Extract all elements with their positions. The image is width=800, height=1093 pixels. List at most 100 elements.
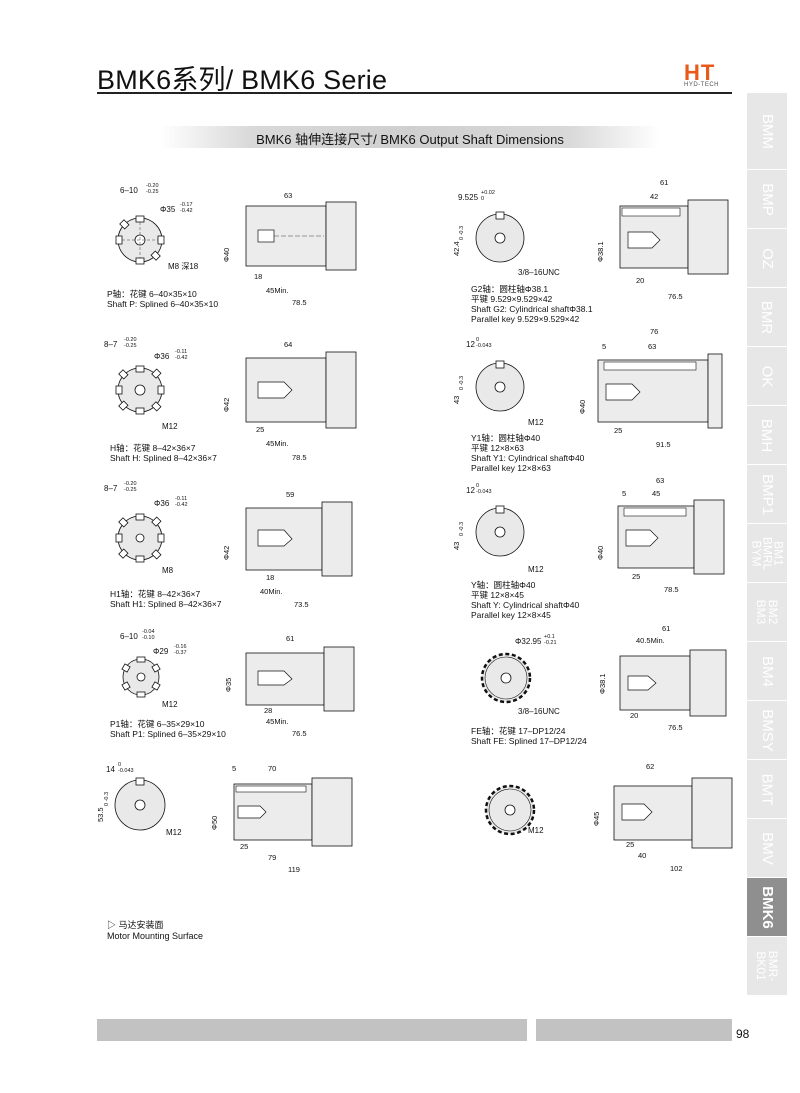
length-dim: 45 — [652, 489, 661, 498]
tab-bmp1[interactable]: BMP1 — [747, 465, 787, 523]
mounting-surface-cn: 马达安装面 — [118, 920, 164, 930]
shaft-caption-key: 平键 12×8×45 — [471, 590, 524, 600]
length-dim: 5 — [622, 489, 627, 498]
length-dim: 25 — [256, 425, 265, 434]
shaft-side-view — [613, 777, 733, 849]
logo-subtitle: HYD-TECH — [684, 82, 719, 88]
shaft-caption-key: 平键 9.529×9.529×42 — [471, 294, 553, 304]
key-height-dim: 42.4 — [452, 241, 461, 256]
page-number: 98 — [736, 1027, 750, 1041]
footer-bar-right — [536, 1019, 732, 1041]
tolerance: 0 -0.043 — [476, 483, 492, 495]
length-dim: 78.5 — [664, 585, 679, 594]
length-dim: 45Min. — [266, 717, 289, 726]
shaft-caption-en: Shaft Y: Cylindrical shaftΦ40 — [471, 600, 580, 610]
shaft-caption-cn: FE轴：花键 17–DP12/24 — [471, 726, 566, 736]
length-dim: 119 — [288, 865, 300, 874]
tab-bmr[interactable]: BMR — [747, 288, 787, 346]
shaft-caption-en: Shaft P1: Splined 6–35×29×10 — [110, 729, 226, 739]
tab-bm4[interactable]: BM4 — [747, 642, 787, 700]
keyed-section — [475, 505, 525, 557]
shaft-caption-en: Shaft H: Splined 8–42×36×7 — [110, 453, 217, 463]
shaft-diameter: Φ40 — [596, 545, 605, 560]
key-height-dim: 43 — [452, 395, 461, 404]
tab-bmv[interactable]: BMV — [747, 819, 787, 877]
shaft-diameter: Φ40 — [578, 399, 587, 414]
length-dim: 25 — [614, 426, 623, 435]
tab-label: OZ — [758, 247, 776, 269]
shaft-side-view — [245, 646, 355, 712]
tab-bmsy[interactable]: BMSY — [747, 701, 787, 759]
shaft-caption-cn: G2轴：圆柱轴Φ38.1 — [471, 284, 549, 294]
tab-bm1-bmrl-bym[interactable]: BM1 BMRL BYM — [747, 524, 787, 582]
shaft-diameter: Φ42 — [222, 545, 231, 560]
tab-label: OK — [758, 365, 776, 387]
shaft-side-view — [617, 499, 725, 575]
tolerance: 0 -0.043 — [118, 762, 134, 774]
tab-bmh[interactable]: BMH — [747, 406, 787, 464]
shaft-side-view — [619, 199, 729, 275]
tab-bmp[interactable]: BMP — [747, 170, 787, 228]
tab-bmm[interactable]: BMM — [747, 93, 787, 169]
tab-label: BM2 BM3 — [754, 599, 780, 625]
tab-label: BMP — [758, 182, 776, 216]
tab-bmr-bk01[interactable]: BMR- BK01 — [747, 937, 787, 995]
key-width-dim: 12 — [466, 486, 475, 495]
tab-label: BM4 — [758, 655, 776, 687]
tab-ok[interactable]: OK — [747, 347, 787, 405]
shaft-caption-key-en: Parallel key 12×8×45 — [471, 610, 551, 620]
length-dim: 45Min. — [266, 286, 289, 295]
length-dim: 20 — [630, 711, 639, 720]
spline-width-dim: 6–10 — [120, 632, 138, 641]
length-dim: 91.5 — [656, 440, 671, 449]
shaft-caption-cn: H1轴：花键 8–42×36×7 — [110, 589, 201, 599]
key-width-dim: 12 — [466, 340, 475, 349]
shaft-diameter: Φ42 — [222, 397, 231, 412]
tolerance: -0.17 -0.42 — [180, 202, 193, 214]
length-dim: 78.5 — [292, 453, 307, 462]
length-dim: 102 — [670, 864, 683, 873]
tolerance: 0 -0.043 — [476, 337, 492, 349]
tab-oz[interactable]: OZ — [747, 229, 787, 287]
shaft-diameter: Φ45 — [592, 811, 601, 826]
tolerance: 0 -0.3 — [459, 375, 465, 390]
tolerance: +0.1 -0.21 — [544, 634, 557, 646]
tab-bmt[interactable]: BMT — [747, 760, 787, 818]
tab-bm2-bm3[interactable]: BM2 BM3 — [747, 583, 787, 641]
shaft-side-view — [245, 501, 353, 577]
shaft-diameter: Φ50 — [210, 815, 219, 830]
major-diameter-dim: Φ32.95 — [515, 637, 542, 646]
thread-spec: M12 — [528, 418, 544, 427]
mounting-surface-en: Motor Mounting Surface — [107, 931, 204, 941]
thread-spec: M12 — [162, 700, 178, 709]
length-dim: 61 — [660, 178, 669, 187]
section-title: BMK6 轴伸连接尺寸/ BMK6 Output Shaft Dimension… — [256, 132, 564, 147]
tab-label: BMR — [758, 300, 776, 334]
thread-spec: M12 — [528, 565, 544, 574]
tolerance: -0.16 -0.37 — [174, 644, 187, 656]
length-dim: 63 — [284, 191, 293, 200]
thread-spec: M8 深18 — [168, 262, 199, 271]
gear-spline-section — [480, 652, 532, 704]
page-title: BMK6系列/ BMK6 Serie — [97, 65, 388, 95]
length-dim: 20 — [636, 276, 645, 285]
length-dim: 70 — [268, 764, 277, 773]
length-dim: 63 — [648, 342, 657, 351]
thread-spec: M12 — [166, 828, 182, 837]
length-dim: 73.5 — [294, 600, 309, 609]
shaft-diameter: Φ40 — [222, 247, 231, 262]
tolerance: -0.11 -0.42 — [175, 349, 188, 361]
shaft-caption-cn: H轴：花键 8–42×36×7 — [110, 443, 196, 453]
key-width-dim: 9.525 — [458, 193, 479, 202]
thread-spec: M12 — [528, 826, 544, 835]
length-dim: 78.5 — [292, 298, 307, 307]
keyed-section — [114, 777, 166, 831]
tolerance: 0 -0.3 — [459, 225, 465, 240]
length-dim: 64 — [284, 340, 293, 349]
tab-bmk6[interactable]: BMK6 — [747, 878, 787, 936]
length-dim: 5 — [602, 342, 607, 351]
key-height-dim: 43 — [452, 541, 461, 550]
shaft-side-view — [245, 351, 357, 429]
spline-width-dim: 8–7 — [104, 340, 118, 349]
length-dim: 61 — [662, 624, 671, 633]
